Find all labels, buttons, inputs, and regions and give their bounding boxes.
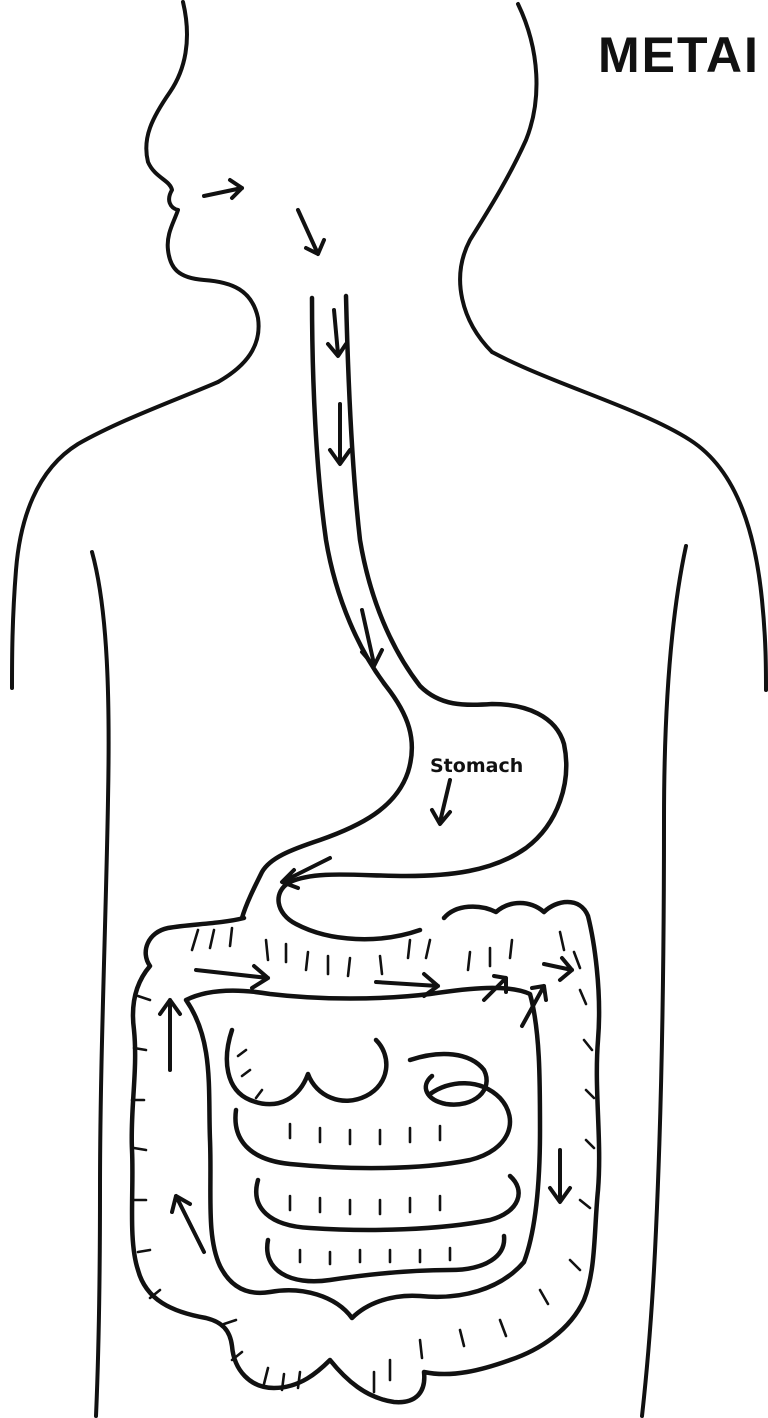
esophagus-left-wall: [242, 298, 412, 918]
corner-title: METAI: [598, 27, 760, 83]
corner-title-line2: METAI: [598, 27, 760, 83]
large-intestine: [132, 902, 599, 1402]
esophagus-arrow-3: [362, 610, 382, 666]
left-torso-side: [92, 552, 109, 1416]
ascending-arrow-2: [172, 1196, 204, 1252]
small-intestine-coil-5: [410, 1054, 487, 1105]
stomach-arrow: [432, 780, 450, 824]
right-torso-side: [642, 546, 686, 1416]
small-intestine-coil-1: [227, 1030, 386, 1104]
esophagus-arrow-1: [328, 310, 346, 356]
esophagus-arrow-2: [330, 404, 350, 464]
right-shoulder-arm: [492, 352, 766, 690]
hepatic-flexure-arrow: [544, 958, 572, 980]
left-shoulder-arm: [12, 382, 218, 688]
mouth-arrow: [204, 180, 242, 198]
throat-arrow: [298, 210, 324, 254]
body-outline: [12, 2, 766, 1416]
ascending-arrow-1: [160, 1000, 180, 1070]
small-intestine: [227, 1030, 519, 1281]
small-intestine-coil-2: [235, 1083, 510, 1168]
stomach-label: Stomach: [430, 755, 523, 777]
food-path-arrows: [160, 180, 572, 1252]
small-intestine-hatching: [238, 1050, 450, 1264]
descending-arrow-2: [550, 1150, 570, 1202]
small-intestine-coil-3: [256, 1176, 518, 1230]
transverse-arrow-1: [196, 966, 268, 988]
colon-outer: [132, 902, 599, 1402]
esophagus-stomach: Stomach: [242, 296, 566, 939]
back-of-neck: [460, 4, 536, 352]
small-intestine-coil-4: [267, 1236, 504, 1281]
transverse-arrow-2: [376, 974, 438, 996]
esophagus-right-wall: [279, 296, 567, 939]
face-profile: [146, 2, 258, 382]
